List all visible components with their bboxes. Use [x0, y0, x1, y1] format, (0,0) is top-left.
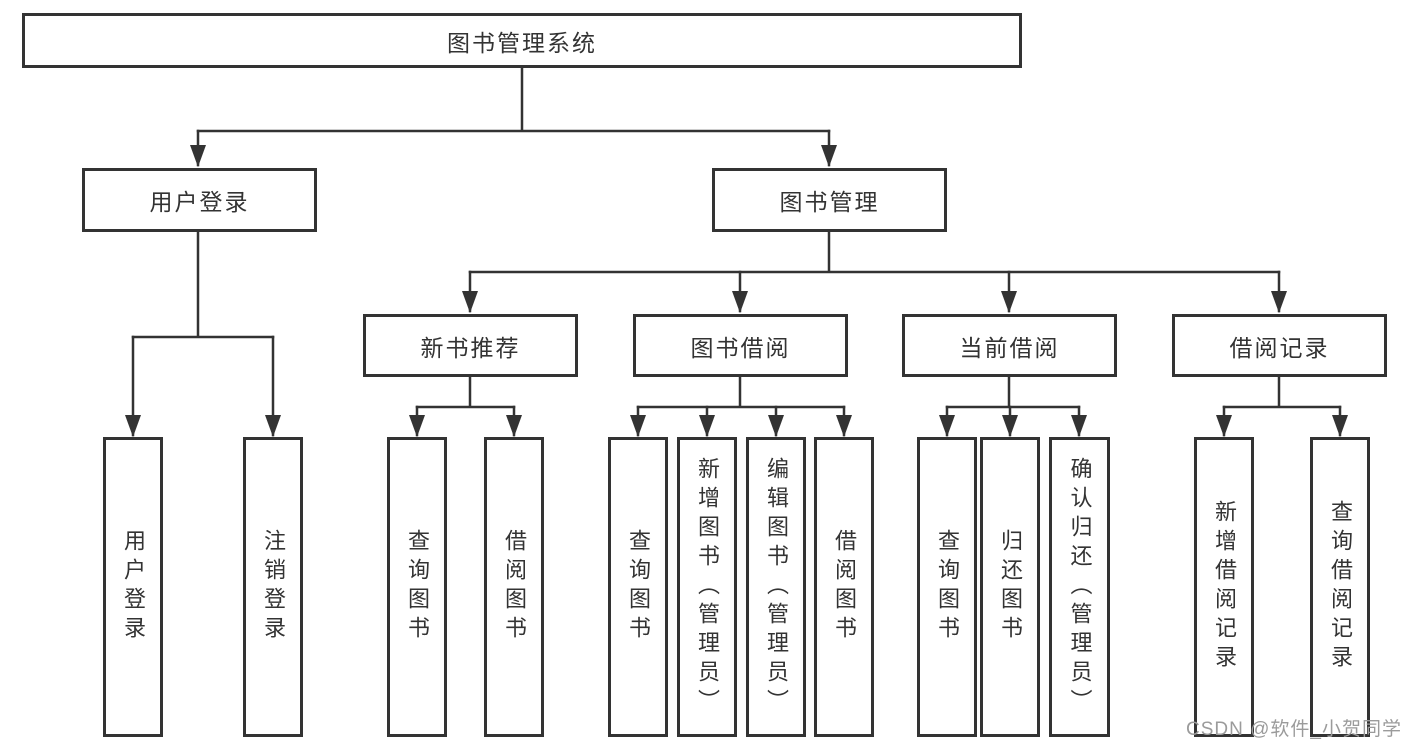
- leaf-label: 查询图书: [935, 529, 960, 645]
- node-book-management: 图书管理: [712, 168, 947, 232]
- leaf-logout: 注销登录: [243, 437, 303, 737]
- node-user-login: 用户登录: [82, 168, 317, 232]
- leaf-return-books: 归还图书: [980, 437, 1040, 737]
- leaf-label: 新增图书（管理员）: [695, 456, 720, 718]
- leaf-label: 查询图书: [626, 529, 651, 645]
- leaf-label: 查询图书: [405, 529, 430, 645]
- leaf-label: 借阅图书: [832, 529, 857, 645]
- leaf-query-books-borrowing: 查询图书: [608, 437, 668, 737]
- leaf-confirm-return-admin: 确认归还（管理员）: [1049, 437, 1110, 737]
- leaf-label: 用户登录: [121, 529, 146, 645]
- node-book-borrowing: 图书借阅: [633, 314, 848, 377]
- node-borrowing-records: 借阅记录: [1172, 314, 1387, 377]
- leaf-add-borrow-record: 新增借阅记录: [1194, 437, 1254, 737]
- leaf-borrow-books: 借阅图书: [814, 437, 874, 737]
- leaf-label: 确认归还（管理员）: [1067, 456, 1093, 718]
- leaf-label: 新增借阅记录: [1212, 500, 1237, 674]
- leaf-query-borrow-record: 查询借阅记录: [1310, 437, 1370, 737]
- leaf-label: 查询借阅记录: [1328, 500, 1353, 674]
- leaf-borrow-books-recommend: 借阅图书: [484, 437, 544, 737]
- node-library-system: 图书管理系统: [22, 13, 1022, 68]
- leaf-query-books-current: 查询图书: [917, 437, 977, 737]
- node-new-book-recommend: 新书推荐: [363, 314, 578, 377]
- leaf-edit-books-admin: 编辑图书（管理员）: [746, 437, 806, 737]
- leaf-add-books-admin: 新增图书（管理员）: [677, 437, 737, 737]
- node-current-borrowing: 当前借阅: [902, 314, 1117, 377]
- leaf-user-login: 用户登录: [103, 437, 163, 737]
- csdn-watermark: CSDN @软件_小贺同学: [1186, 719, 1402, 740]
- leaf-label: 编辑图书（管理员）: [764, 456, 789, 718]
- leaf-query-books-recommend: 查询图书: [387, 437, 447, 737]
- leaf-label: 归还图书: [998, 529, 1023, 645]
- leaf-label: 借阅图书: [502, 529, 527, 645]
- leaf-label: 注销登录: [261, 529, 286, 645]
